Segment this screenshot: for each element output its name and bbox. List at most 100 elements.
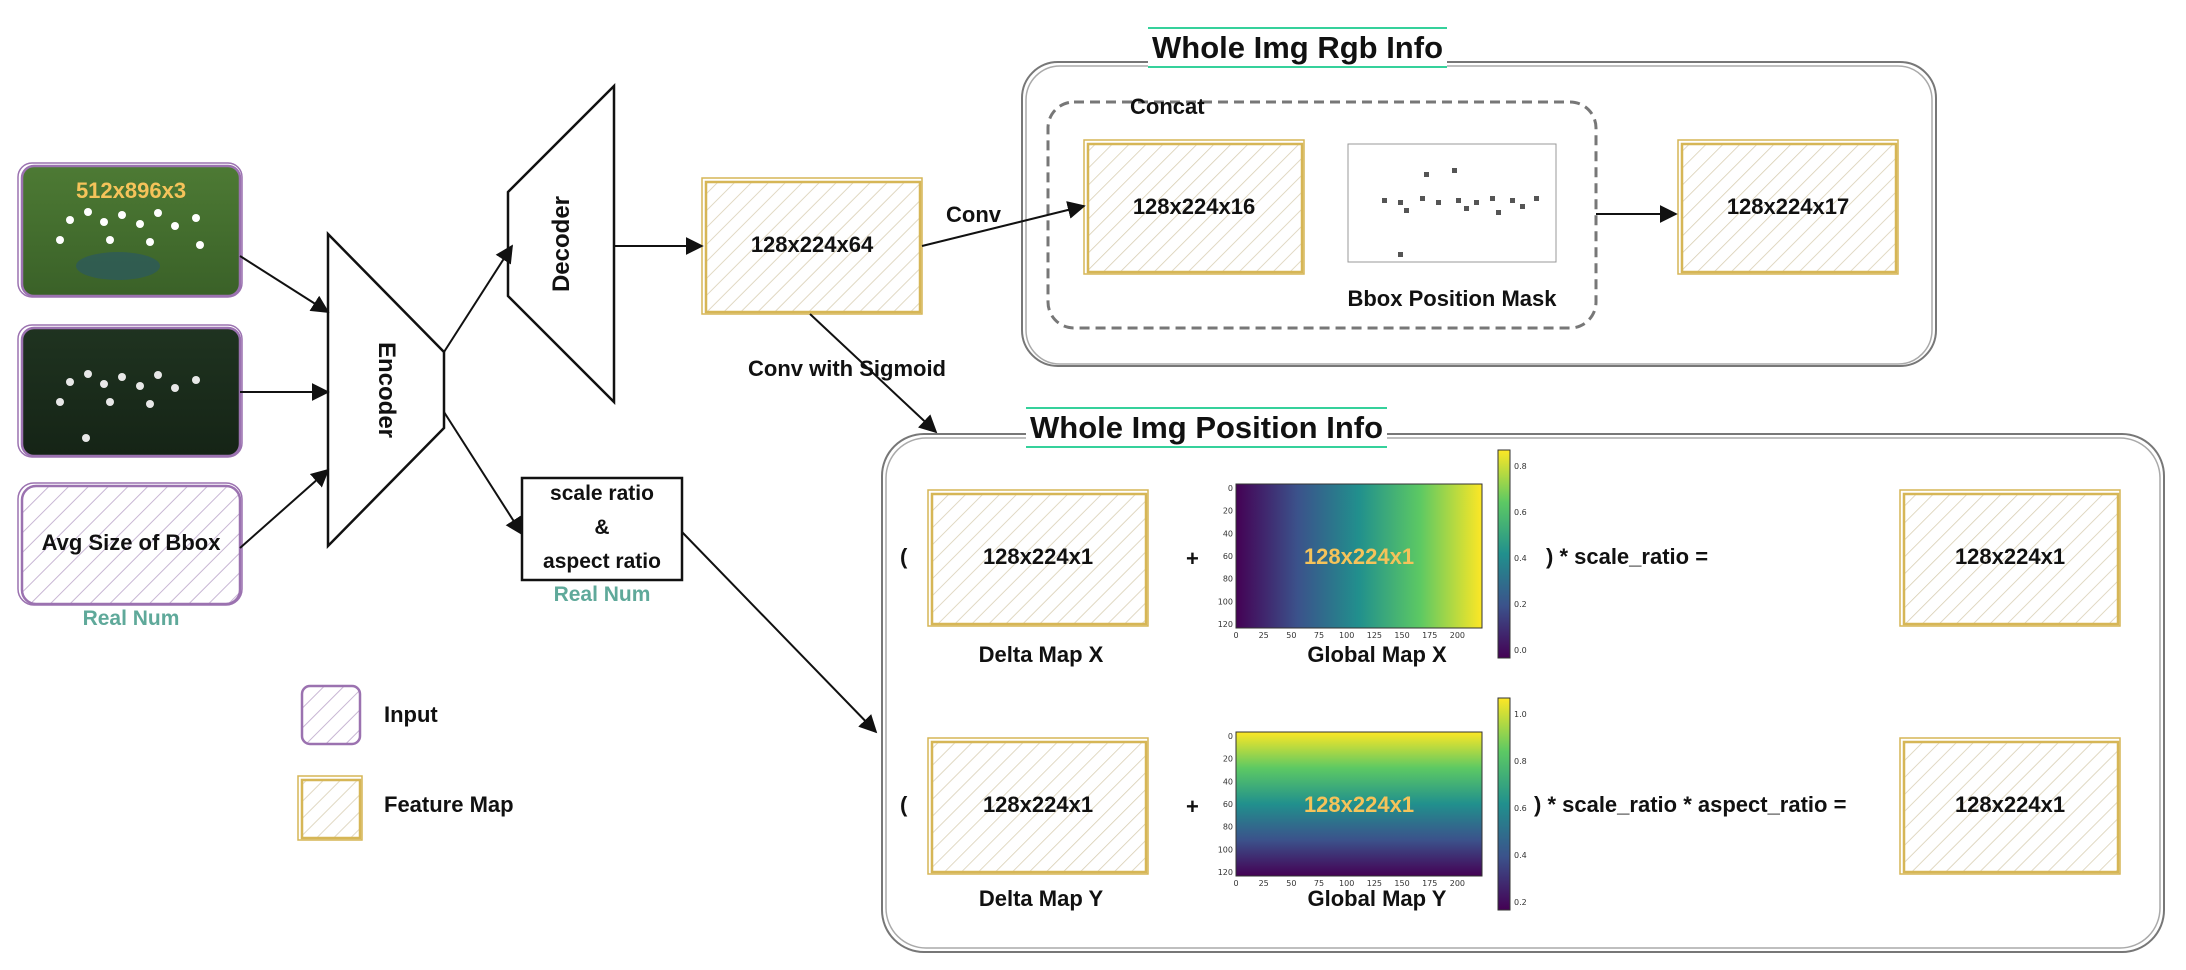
position-panel-title: Whole Img Position Info: [1026, 407, 1388, 448]
scale-line-3: aspect ratio: [543, 550, 661, 573]
heatmap-x-x-tick: 75: [1314, 631, 1324, 640]
row-x-open-paren: (: [900, 544, 908, 569]
heatmap-y-y-tick: 120: [1218, 868, 1233, 877]
bbox-markers: [1382, 168, 1539, 257]
rgb-panel-title: Whole Img Rgb Info: [1148, 27, 1448, 68]
bbox-mask-label: Bbox Position Mask: [1347, 286, 1557, 311]
legend-input-swatch: [300, 684, 362, 746]
heatmap-y-x-tick: 0: [1233, 879, 1238, 888]
heatmap-y-x-tick: 175: [1422, 879, 1437, 888]
heatmap-x-y-tick: 60: [1223, 552, 1233, 561]
feature-map-delta-x: [927, 489, 1149, 627]
arrow-conv-sigmoid: [809, 313, 938, 434]
heatmap-y-y-tick: 100: [1218, 845, 1233, 854]
heatmap-y-colorbar-tick: 0.2: [1514, 898, 1527, 907]
feature-map-concat-out: [1677, 139, 1899, 275]
colorbar-y: [1497, 697, 1511, 911]
heatmap-x-y-tick: 20: [1223, 507, 1233, 516]
concat-feature-out-label: 128x224x17: [1726, 194, 1850, 219]
global-map-y-heatmap: [1235, 697, 1511, 911]
position-panel: [881, 433, 2165, 953]
result-y-feature-label: 128x224x1: [1954, 792, 2066, 817]
heatmap-x-y-tick: 80: [1223, 575, 1233, 584]
input-real-num-label: Real Num: [82, 607, 180, 630]
row-y-plus: +: [1186, 794, 1199, 819]
player-dots: [56, 370, 200, 442]
encoder-block: [326, 230, 446, 550]
delta-x-feature-label: 128x224x1: [982, 544, 1094, 569]
feature-map-result-y: [1899, 737, 2121, 875]
bbox-position-mask-plot: [1347, 143, 1557, 263]
heatmap-x-colorbar-tick: 0.2: [1514, 600, 1527, 609]
global-y-caption: Global Map Y: [1307, 886, 1447, 911]
global-map-x-heatmap: [1235, 449, 1511, 659]
arrow-bbox-to-encoder: [239, 468, 330, 549]
delta-y-feature-label: 128x224x1: [982, 792, 1094, 817]
global-x-feature-label: 128x224x1: [1303, 544, 1415, 569]
heatmap-y-x-tick: 50: [1286, 879, 1296, 888]
heatmap-y-y-tick: 0: [1228, 732, 1233, 741]
decoder-label: Decoder: [548, 195, 575, 293]
scale-line-2: &: [594, 516, 610, 539]
heatmap-y-y-tick: 60: [1223, 800, 1233, 809]
row-y-open-paren: (: [900, 792, 908, 817]
heatmap-y-colorbar-tick: 0.4: [1514, 851, 1527, 860]
heatmap-y-y-tick: 80: [1223, 823, 1233, 832]
heatmap-x-x-tick: 175: [1422, 631, 1437, 640]
arrow-encoder-to-decoder: [443, 244, 513, 353]
heatmap-x-x-tick: 25: [1259, 631, 1269, 640]
scale-real-num-label: Real Num: [553, 583, 651, 606]
player-dots: [56, 208, 204, 249]
arrows: [239, 201, 1678, 734]
concat-feature-in-label: 128x224x16: [1132, 194, 1256, 219]
arrow-scale-to-position: [681, 531, 878, 734]
feature-map-delta-y: [927, 737, 1149, 875]
delta-x-caption: Delta Map X: [978, 642, 1104, 667]
arrow-image-to-encoder: [239, 255, 330, 313]
heatmap-x-colorbar-tick: 0.0: [1514, 646, 1527, 655]
rgb-panel: [1021, 61, 1937, 367]
legend-feature-swatch: [297, 775, 363, 841]
heatmap-x-colorbar-tick: 0.4: [1514, 554, 1527, 563]
heatmap-y-y-tick: 20: [1223, 755, 1233, 764]
heatmap-y-colorbar-tick: 0.8: [1514, 757, 1527, 766]
legend-input-label: Input: [384, 702, 438, 727]
arrow-conv: [921, 201, 1086, 247]
concat-label: Concat: [1130, 94, 1205, 119]
row-x-equation: ) * scale_ratio =: [1546, 544, 1709, 569]
input-avg-bbox-label: Avg Size of Bbox: [41, 530, 221, 555]
legend-feature-label: Feature Map: [384, 792, 514, 817]
global-x-caption: Global Map X: [1307, 642, 1447, 667]
feature-map-main: [701, 177, 923, 315]
result-x-feature-label: 128x224x1: [1954, 544, 2066, 569]
arrow-encoder-to-scale: [443, 411, 523, 536]
heatmap-x-x-tick: 100: [1339, 631, 1354, 640]
input-image-mask: [17, 324, 243, 458]
heatmap-x-x-tick: 150: [1394, 631, 1409, 640]
heatmap-x-y-tick: 0: [1228, 484, 1233, 493]
heatmap-y-x-tick: 150: [1394, 879, 1409, 888]
heatmap-x-x-tick: 200: [1450, 631, 1465, 640]
heatmap-y-x-tick: 25: [1259, 879, 1269, 888]
heatmap-x-colorbar-tick: 0.6: [1514, 508, 1527, 517]
feature-map-result-x: [1899, 489, 2121, 627]
heatmap-x-x-tick: 50: [1286, 631, 1296, 640]
heatmap-x-y-tick: 40: [1223, 529, 1233, 538]
row-y-equation: ) * scale_ratio * aspect_ratio =: [1534, 792, 1847, 817]
delta-y-caption: Delta Map Y: [978, 886, 1104, 911]
input-image-size-label: 512x896x3: [75, 178, 187, 203]
heatmap-x-y-tick: 100: [1218, 597, 1233, 606]
heatmap-y-x-tick: 75: [1314, 879, 1324, 888]
heatmap-y-x-tick: 125: [1367, 879, 1382, 888]
heatmap-x-y-tick: 120: [1218, 620, 1233, 629]
input-image-rgb: [17, 162, 243, 298]
heatmap-x-x-tick: 125: [1367, 631, 1382, 640]
heatmap-y-x-tick: 100: [1339, 879, 1354, 888]
heatmap-y-x-tick: 200: [1450, 879, 1465, 888]
input-avg-bbox: [17, 482, 243, 606]
scale-line-1: scale ratio: [550, 482, 654, 505]
heatmap-x-colorbar-tick: 0.8: [1514, 462, 1527, 471]
conv-label: Conv: [946, 202, 1001, 227]
